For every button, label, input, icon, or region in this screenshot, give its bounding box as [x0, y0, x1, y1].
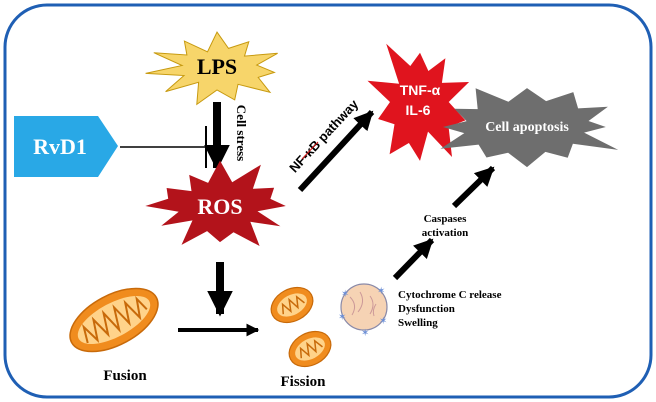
fusion-label: Fusion [103, 368, 147, 384]
tnf-il6-node: TNF-α IL-6 [367, 43, 470, 161]
apoptosis-burst-shape [440, 88, 619, 168]
swollen-mitochondrion: ✶ ✶ ✶ ✶ ✶ [338, 283, 388, 339]
lps-label: LPS [197, 54, 237, 79]
tnf-burst-shape [367, 43, 470, 161]
fusion-mito-cristae [81, 295, 148, 344]
ros-burst-shape [145, 160, 286, 246]
lps-node: LPS [145, 31, 278, 106]
fusion-mitochondrion [69, 287, 159, 353]
cytochrome-release-marker-3: ✶ [338, 312, 346, 323]
caspases-to-apoptosis-arrow [451, 165, 496, 209]
cytochrome-release-marker-1: ✶ [341, 289, 349, 300]
fission-mitochondrion-2 [288, 330, 332, 368]
swollen-cell-folds [349, 291, 377, 317]
lps-burst-shape [145, 31, 278, 106]
caspases-label-line1: Caspases [424, 213, 468, 225]
nfkb-underline [301, 141, 319, 160]
il6-label: IL-6 [406, 102, 431, 118]
fission-mitochondrion-1 [270, 286, 314, 324]
fission-label: Fission [280, 374, 326, 390]
cytochrome-release-marker-2: ✶ [377, 286, 385, 297]
ros-to-tnf-arrow [297, 109, 375, 193]
rvd1-shape [14, 116, 118, 177]
cytochrome-release-marker-5: ✶ [361, 328, 369, 339]
fission1-cristae [281, 295, 305, 315]
cell-to-caspases-arrow [392, 237, 435, 281]
swollen-cell-body [340, 283, 388, 331]
effect-dysfunction: Dysfunction [398, 303, 455, 315]
rvd1-label: RvD1 [33, 134, 87, 159]
effect-cytochrome: Cytochrome C release [398, 289, 502, 301]
fission2-cristae [299, 339, 323, 359]
effect-swelling: Swelling [398, 317, 438, 329]
caspases-label-line2: activation [422, 227, 468, 239]
ros-node: ROS [145, 160, 286, 246]
ros-label: ROS [197, 194, 242, 219]
cell-stress-label: Cell stress [234, 105, 249, 161]
cytochrome-release-marker-4: ✶ [379, 316, 387, 327]
rvd1-node: RvD1 [14, 116, 118, 177]
apoptosis-label: Cell apoptosis [485, 120, 569, 135]
tnf-label: TNF-α [400, 82, 441, 98]
apoptosis-node: Cell apoptosis [440, 88, 619, 168]
